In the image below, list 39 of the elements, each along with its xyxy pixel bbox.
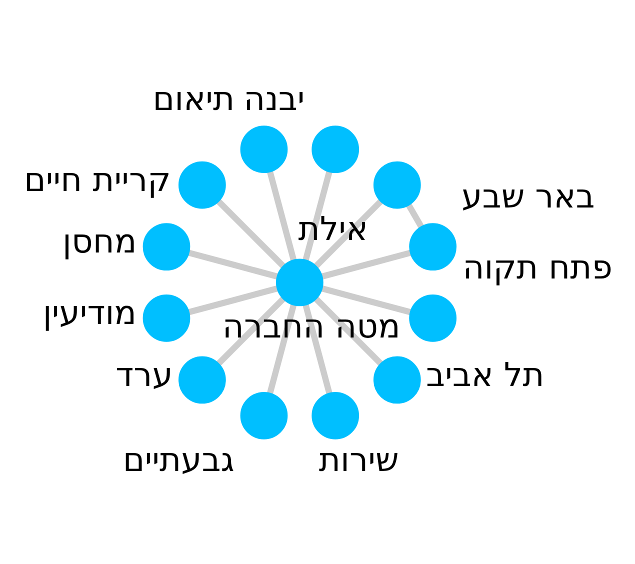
connector xyxy=(314,296,383,366)
connector xyxy=(216,198,286,268)
connector xyxy=(320,249,412,280)
node-circle xyxy=(373,356,421,404)
node-circle xyxy=(409,222,457,270)
node-circle xyxy=(312,125,360,173)
node-label: באר שבע xyxy=(462,176,595,215)
node-circle xyxy=(276,258,324,306)
node-label: יבנה xyxy=(244,78,305,118)
node-circle xyxy=(373,160,421,208)
connector xyxy=(216,296,286,366)
node-label: קריית חיים xyxy=(24,159,171,198)
node-label: תל אביב xyxy=(426,354,544,394)
node-label: גבעתיים xyxy=(122,439,234,478)
node-circle xyxy=(240,391,288,439)
connector xyxy=(314,198,383,268)
node-circle xyxy=(142,294,190,342)
connector xyxy=(302,170,332,261)
node-label: שירות xyxy=(318,439,399,478)
node-label: מודיעין xyxy=(42,292,137,332)
node-circle xyxy=(409,294,457,342)
node-circle xyxy=(178,160,226,208)
node-label: ערד xyxy=(116,354,173,394)
node-label: פתח תקוה xyxy=(462,247,612,286)
connector xyxy=(302,303,332,394)
node-label: מחסן xyxy=(62,221,137,260)
node-circle xyxy=(240,125,288,173)
connector xyxy=(267,303,297,394)
node-label: מטה החברה xyxy=(222,306,400,346)
connector xyxy=(267,170,297,261)
connector xyxy=(188,284,278,315)
node-circle xyxy=(312,391,360,439)
node-circle xyxy=(178,356,226,404)
connector xyxy=(188,249,278,280)
connector xyxy=(320,284,412,315)
connector xyxy=(406,202,424,228)
node-label: אילת xyxy=(298,208,368,248)
node-label: תיאום xyxy=(152,78,235,118)
node-circle xyxy=(142,222,190,270)
